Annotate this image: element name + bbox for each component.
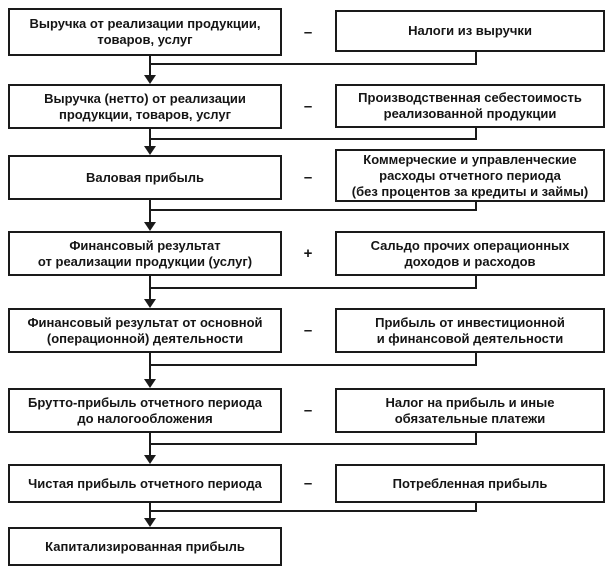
connector-horizontal-line [150, 364, 477, 366]
arrow-down-icon [144, 455, 156, 464]
box-capitalized-profit: Капитализированная прибыль [8, 527, 282, 566]
connector-vertical-line [149, 200, 151, 224]
box-production-cost: Производственная себестоимость реализова… [335, 84, 605, 128]
operator-minus-5: – [303, 402, 313, 419]
box-net-revenue: Выручка (нетто) от реализации продукции,… [8, 84, 282, 129]
box-profit-tax-payments: Налог на прибыль и иные обязательные пла… [335, 388, 605, 433]
connector-horizontal-line [150, 209, 477, 211]
connector-stub-line [475, 128, 477, 140]
connector-horizontal-line [150, 510, 477, 512]
connector-horizontal-line [150, 138, 477, 140]
box-net-profit: Чистая прибыль отчетного периода [8, 464, 282, 503]
connector-horizontal-line [150, 443, 477, 445]
box-financial-result-sales: Финансовый результат от реализации проду… [8, 231, 282, 276]
connector-stub-line [475, 202, 477, 211]
connector-stub-line [475, 276, 477, 289]
box-gross-profit-before-tax: Брутто-прибыль отчетного периода до нало… [8, 388, 282, 433]
box-gross-profit: Валовая прибыль [8, 155, 282, 200]
arrow-down-icon [144, 146, 156, 155]
operator-minus-1: – [303, 23, 313, 41]
operator-minus-6: – [303, 475, 313, 492]
arrow-down-icon [144, 379, 156, 388]
box-revenue-from-sales: Выручка от реализации продукции, товаров… [8, 8, 282, 56]
connector-vertical-line [149, 353, 151, 381]
connector-horizontal-line [150, 63, 477, 65]
arrow-down-icon [144, 75, 156, 84]
arrow-down-icon [144, 299, 156, 308]
box-consumed-profit: Потребленная прибыль [335, 464, 605, 503]
connector-stub-line [475, 433, 477, 445]
operator-plus: + [303, 245, 313, 262]
connector-stub-line [475, 52, 477, 65]
connector-stub-line [475, 353, 477, 366]
connector-horizontal-line [150, 287, 477, 289]
box-other-operating-balance: Сальдо прочих операционных доходов и рас… [335, 231, 605, 276]
box-commercial-admin-expenses: Коммерческие и управленческие расходы от… [335, 149, 605, 202]
operator-minus-2: – [303, 98, 313, 115]
box-taxes-from-revenue: Налоги из выручки [335, 10, 605, 52]
box-investment-financial-profit: Прибыль от инвестиционной и финансовой д… [335, 308, 605, 353]
arrow-down-icon [144, 518, 156, 527]
operator-minus-4: – [303, 322, 313, 339]
arrow-down-icon [144, 222, 156, 231]
box-financial-result-operating: Финансовый результат от основной (операц… [8, 308, 282, 353]
connector-vertical-line [149, 56, 151, 77]
connector-vertical-line [149, 433, 151, 457]
operator-minus-3: – [303, 169, 313, 186]
connector-stub-line [475, 503, 477, 512]
